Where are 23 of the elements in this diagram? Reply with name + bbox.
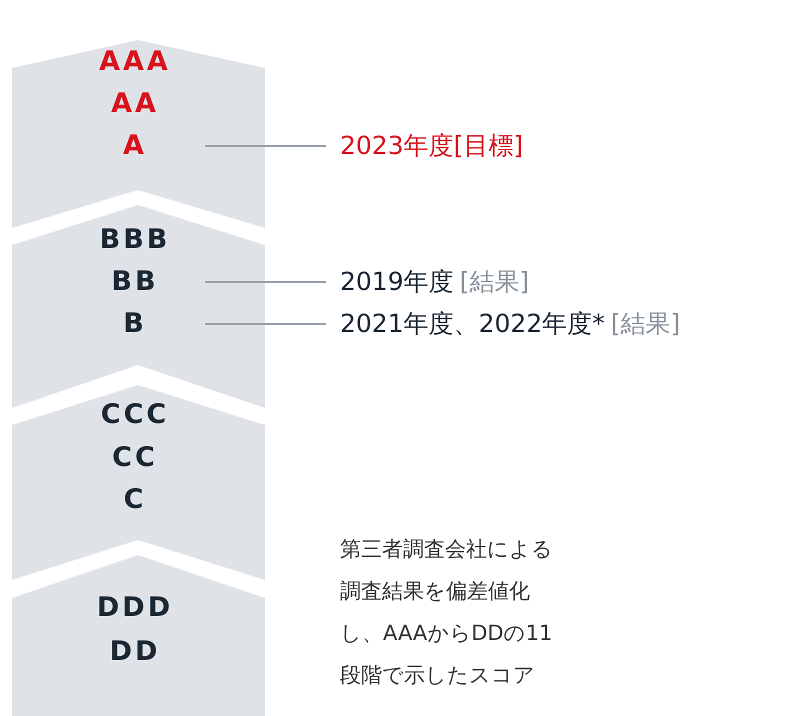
grade-label: CC — [65, 441, 205, 475]
leader-line — [205, 323, 326, 325]
grade-label: AA — [65, 87, 205, 121]
grade-label: DDD — [65, 591, 205, 625]
status-tag: [結果] — [460, 265, 530, 299]
chevron-band — [12, 385, 265, 580]
grade-label: C — [65, 483, 205, 517]
grade-label: BB — [65, 265, 205, 299]
grade-label: CCC — [65, 398, 205, 432]
note-text: 第三者調査会社による調査結果を偏差値化し、AAAからDDの11段階で示したスコア — [340, 536, 554, 689]
status-tag: [結果] — [610, 307, 680, 341]
chevron-band — [12, 40, 265, 230]
leader-line — [205, 281, 326, 283]
grade-label: AAA — [65, 45, 205, 79]
chevron-band — [12, 555, 265, 716]
leader-line — [205, 145, 326, 147]
grade-label: B — [65, 307, 205, 341]
grade-label: DD — [65, 635, 205, 669]
grade-label: A — [65, 129, 205, 163]
year-label: 2023年度[目標] — [340, 129, 524, 163]
grade-label: BBB — [65, 223, 205, 257]
year-label: 2019年度 — [340, 266, 454, 298]
year-label: 2021年度、2022年度* — [340, 308, 605, 340]
